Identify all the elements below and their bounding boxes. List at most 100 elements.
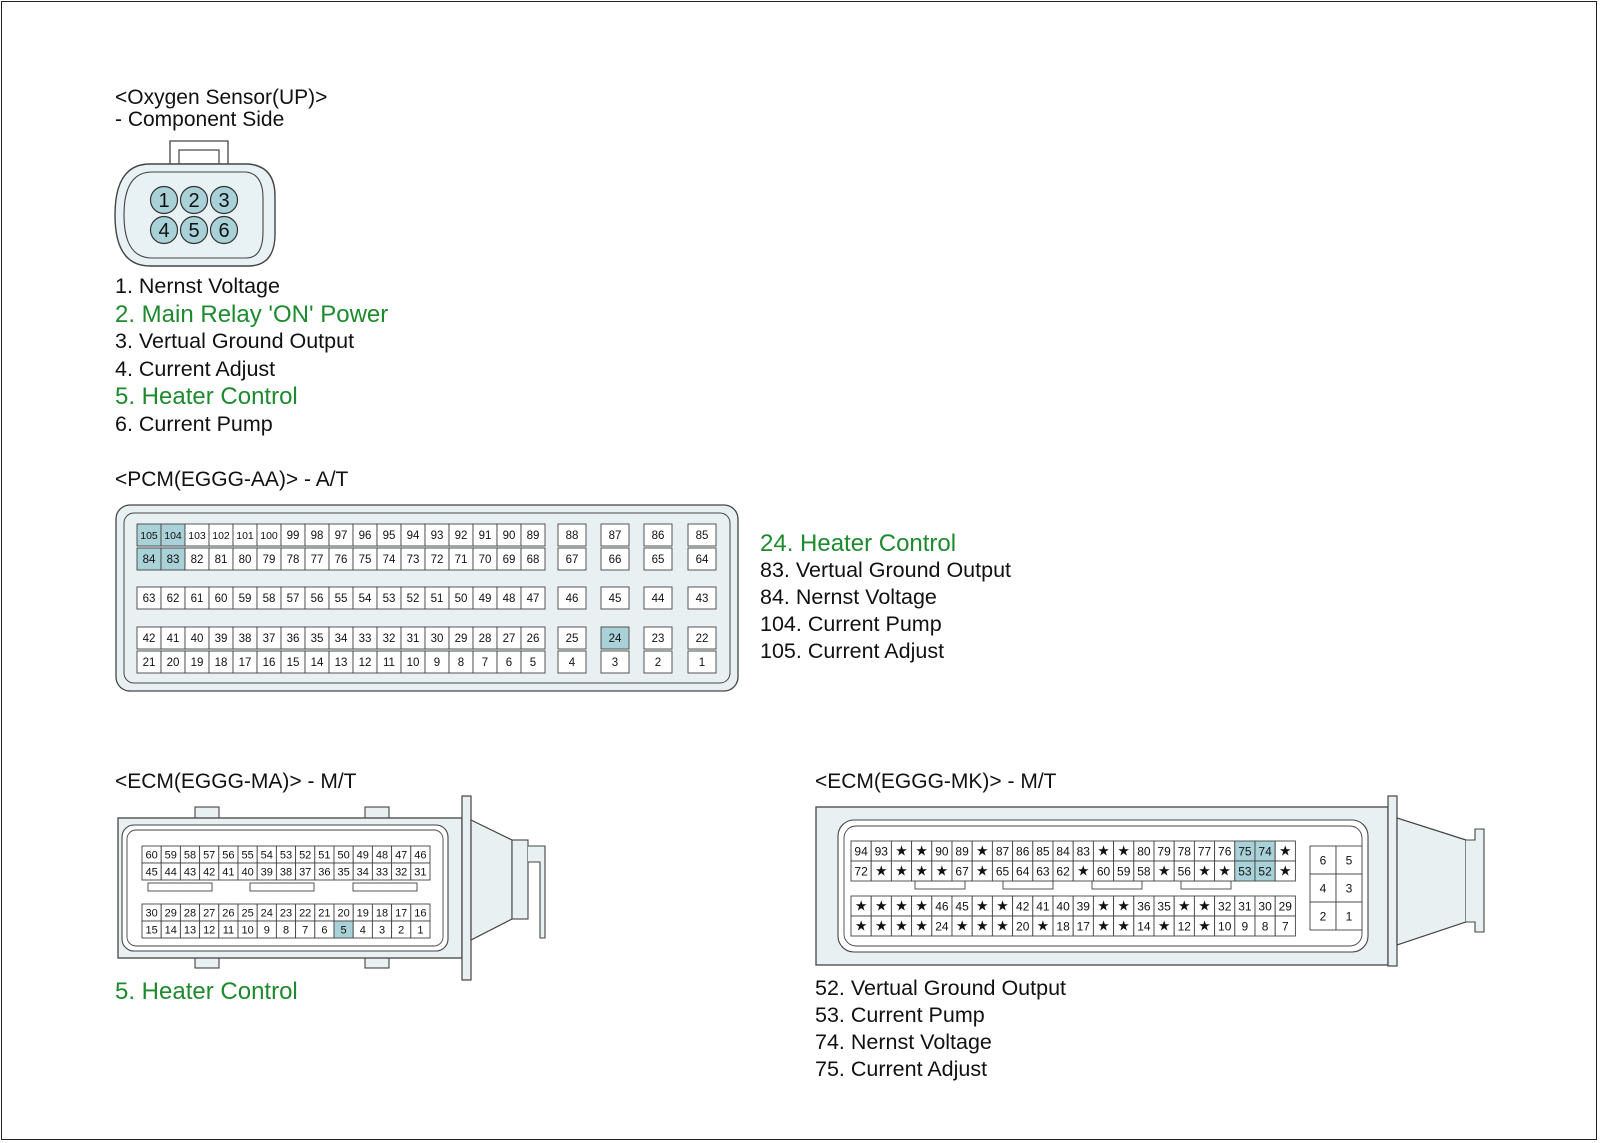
pcm-pin: 44	[643, 586, 673, 610]
pcm-pin: 79	[256, 547, 282, 571]
pcm-pin: 41	[160, 626, 186, 650]
svg-text:★: ★	[1077, 862, 1090, 878]
svg-text:99: 99	[287, 530, 300, 542]
svg-text:50: 50	[455, 593, 468, 605]
svg-text:63: 63	[143, 593, 156, 605]
ecm-mk-pin: ★	[951, 915, 973, 937]
ecm-mk-pin: 39	[1072, 895, 1094, 917]
svg-text:22: 22	[696, 633, 709, 645]
svg-text:10: 10	[1218, 919, 1232, 933]
svg-text:11: 11	[383, 657, 395, 669]
ecm-ma-pin: 34	[352, 862, 373, 881]
svg-text:★: ★	[1198, 862, 1211, 878]
svg-text:25: 25	[241, 907, 253, 919]
svg-text:36: 36	[1137, 899, 1151, 913]
svg-text:94: 94	[407, 530, 420, 542]
pcm-pin: 60	[208, 586, 234, 610]
pcm-pin: 29	[448, 626, 474, 650]
legend-item: 5. Heater Control	[115, 383, 298, 410]
ecm-mk-pin: 10	[1214, 915, 1236, 937]
svg-text:29: 29	[455, 633, 468, 645]
svg-text:24: 24	[609, 633, 622, 645]
svg-text:45: 45	[145, 866, 157, 878]
svg-text:53: 53	[1238, 864, 1252, 878]
svg-text:2: 2	[655, 657, 661, 669]
ecm-mk-pin: ★	[1153, 860, 1175, 882]
ecm-mk-pin: ★	[991, 895, 1014, 917]
svg-text:86: 86	[1016, 844, 1030, 858]
svg-text:48: 48	[503, 593, 516, 605]
svg-text:53: 53	[383, 593, 396, 605]
svg-text:101: 101	[236, 530, 254, 542]
ecm-mk-pin: ★	[931, 860, 953, 882]
svg-text:9: 9	[264, 924, 270, 936]
legend-item: 84. Nernst Voltage	[760, 585, 937, 609]
sensor-pin: 1	[149, 185, 179, 215]
svg-text:18: 18	[215, 657, 228, 669]
svg-text:★: ★	[936, 862, 949, 878]
ecm-mk-pin: 72	[850, 860, 872, 882]
ecm-mk-pin: ★	[1193, 915, 1216, 937]
ecm-mk-pin: 90	[931, 840, 953, 862]
svg-text:27: 27	[203, 907, 215, 919]
svg-text:★: ★	[875, 862, 888, 878]
ecm-mk-pin: ★	[1274, 860, 1296, 882]
pcm-pin: 2	[643, 650, 673, 674]
ecm-mk-pin: 14	[1133, 915, 1155, 937]
ecm-ma-pin: 9	[256, 920, 277, 939]
ecm-mk-pin: 7	[1274, 915, 1296, 937]
svg-text:41: 41	[1036, 899, 1050, 913]
pcm-pin: 68	[520, 547, 546, 571]
ecm-mk-pin: ★	[1113, 915, 1135, 937]
svg-text:26: 26	[527, 633, 540, 645]
svg-text:1: 1	[417, 924, 423, 936]
ecm-mk-pin: 20	[1012, 915, 1034, 937]
ecm-mk-pin: ★	[1274, 840, 1296, 862]
ecm-ma-pin: 22	[295, 903, 316, 922]
svg-text:★: ★	[1097, 842, 1110, 858]
legend-item: 3. Vertual Ground Output	[115, 329, 355, 353]
ecm-mk-pin: 3	[1335, 873, 1363, 903]
svg-text:77: 77	[311, 554, 324, 566]
svg-text:★: ★	[976, 917, 989, 933]
svg-text:41: 41	[222, 866, 234, 878]
svg-text:24: 24	[935, 919, 949, 933]
svg-text:29: 29	[1279, 899, 1293, 913]
svg-text:65: 65	[996, 864, 1010, 878]
svg-text:13: 13	[335, 657, 348, 669]
pcm-pin: 85	[687, 523, 717, 547]
svg-text:4: 4	[158, 220, 169, 242]
svg-text:46: 46	[566, 593, 579, 605]
pcm-pin: 78	[280, 547, 306, 571]
svg-text:8: 8	[458, 657, 464, 669]
ecm-mk-pin: 87	[991, 840, 1014, 862]
svg-text:38: 38	[280, 866, 292, 878]
pcm-pin: 37	[256, 626, 282, 650]
svg-text:55: 55	[241, 849, 253, 861]
svg-text:★: ★	[1178, 897, 1191, 913]
ecm-ma-pin: 4	[352, 920, 373, 939]
svg-text:55: 55	[335, 593, 348, 605]
sensor-pin: 4	[149, 215, 179, 245]
svg-text:69: 69	[503, 554, 516, 566]
svg-text:8: 8	[1262, 919, 1269, 933]
ecm-mk-pin: 24	[931, 915, 953, 937]
ecm-mk-pin: 53	[1234, 860, 1256, 882]
legend-item: 24. Heater Control	[760, 530, 957, 557]
svg-text:3: 3	[379, 924, 385, 936]
ecm-mk-pin: 9	[1234, 915, 1256, 937]
svg-text:23: 23	[652, 633, 665, 645]
ecm-ma-pin: 12	[199, 920, 220, 939]
ecm-mk-pin: 45	[951, 895, 973, 917]
svg-text:12: 12	[203, 924, 215, 936]
svg-text:30: 30	[431, 633, 444, 645]
ecm-ma-pin: 6	[314, 920, 335, 939]
svg-text:84: 84	[1056, 844, 1070, 858]
ecm-ma-pin: 42	[199, 862, 220, 881]
legend-item: 83. Vertual Ground Output	[760, 558, 1011, 582]
ecm-mk-pin: 40	[1052, 895, 1074, 917]
svg-text:4: 4	[1320, 881, 1327, 895]
svg-text:97: 97	[335, 530, 348, 542]
svg-text:6: 6	[218, 220, 229, 242]
